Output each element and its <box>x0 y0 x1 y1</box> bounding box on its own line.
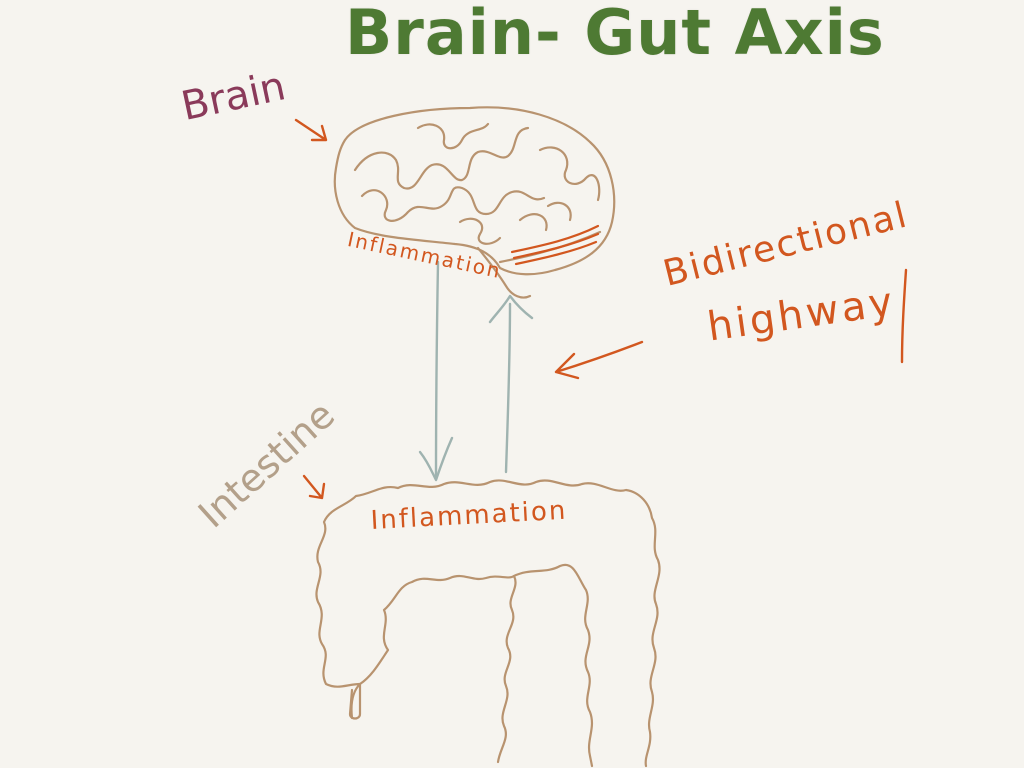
bidirectional-arrows <box>418 260 534 482</box>
down-arrow <box>434 260 440 480</box>
intestine-outline <box>315 479 661 768</box>
brain-fold <box>360 186 546 222</box>
annotation-arrows <box>294 118 908 500</box>
page-title: Brain- Gut Axis <box>345 0 885 69</box>
brain-fold <box>416 122 490 150</box>
up-arrowhead <box>488 294 534 324</box>
cerebellum-line <box>514 240 598 266</box>
intestine-inner <box>496 563 594 768</box>
highway-bracket <box>900 268 908 364</box>
brain-stem <box>476 246 532 299</box>
brain-outline <box>333 106 616 276</box>
brain-fold <box>518 201 572 232</box>
intestine-illustration <box>315 479 661 768</box>
highway-pointer-arrow <box>554 340 644 380</box>
cerebellum-line <box>510 224 600 254</box>
brain-illustration <box>333 106 616 299</box>
intestine-pointer-arrow <box>302 474 326 500</box>
up-arrow <box>504 302 512 474</box>
intestine-inner <box>358 574 516 686</box>
cerebellum-line <box>512 232 600 260</box>
brain-fold <box>458 217 502 245</box>
brain-fold <box>538 146 601 202</box>
appendix <box>348 682 362 720</box>
brain-pointer-arrow <box>294 118 328 142</box>
down-arrowhead <box>418 436 454 482</box>
brain-fold <box>353 126 530 190</box>
